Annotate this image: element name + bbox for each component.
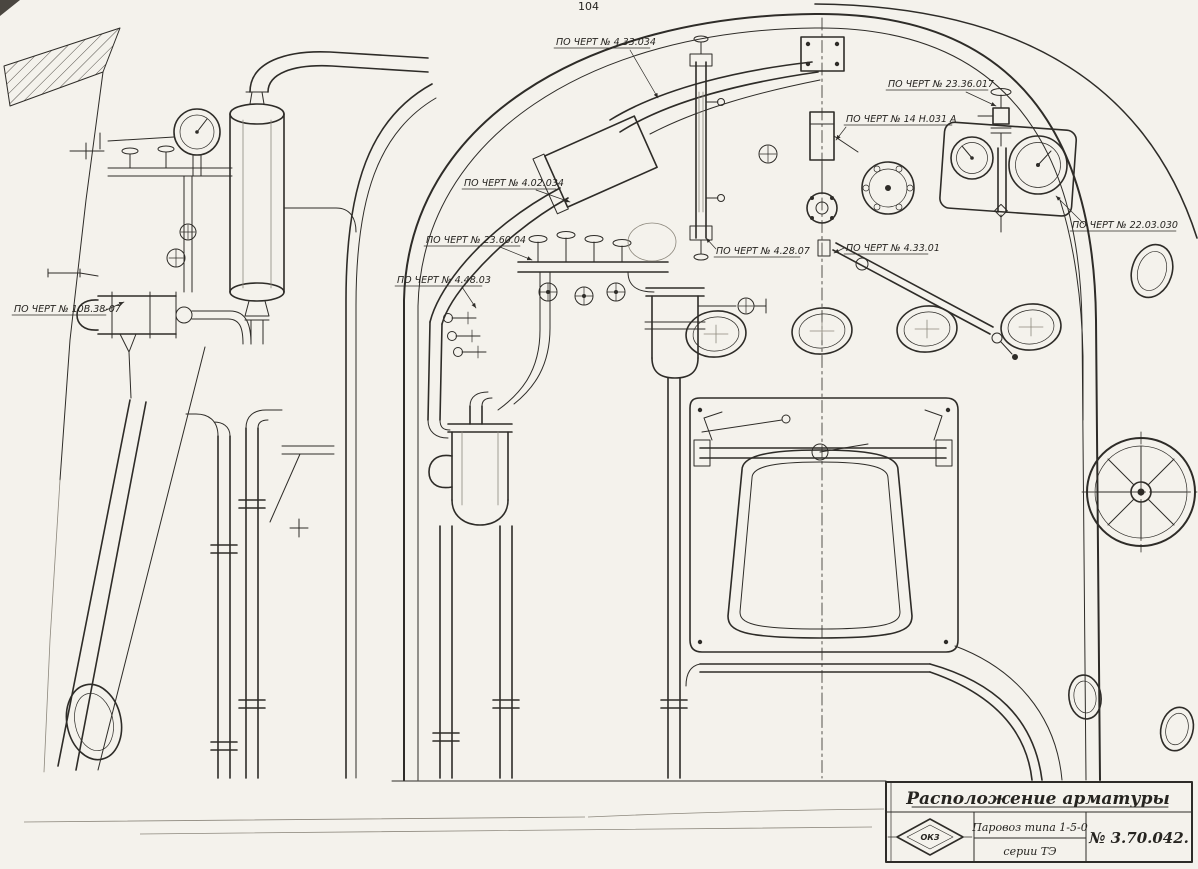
svg-text:ПО ЧЕРТ № 23.36.017: ПО ЧЕРТ № 23.36.017 (888, 79, 994, 90)
gauge-cocks (443, 311, 487, 359)
scan-artifacts (23, 808, 885, 835)
svg-text:ПО ЧЕРТ № 4.33.01: ПО ЧЕРТ № 4.33.01 (846, 243, 940, 254)
factory-logo-text: ОКЗ (920, 833, 939, 842)
flanged-boss (861, 161, 915, 215)
svg-text:ПО ЧЕРТ № 4.48.03: ПО ЧЕРТ № 4.48.03 (397, 275, 491, 286)
title-block: Расположение арматуры ОКЗ Паровоз типа 1… (885, 781, 1193, 863)
boiler-shell-curve (814, 3, 1198, 239)
injector-lower-left (428, 391, 520, 779)
loco-type: Паровоз типа 1-5-0 (971, 821, 1087, 834)
callout-7: ПО ЧЕРТ № 4.28.07 (705, 237, 810, 258)
top-right-valve (977, 88, 1012, 147)
steam-valve-housing (532, 115, 658, 215)
washout-plugs (627, 222, 1195, 752)
page-number: 104 (578, 0, 599, 13)
injector-center (644, 287, 767, 779)
injector-left (76, 291, 252, 399)
side-sheet-oval (65, 683, 123, 761)
callout-9: ПО ЧЕРТ № 22.03.030 (1055, 195, 1178, 232)
water-gauge (689, 35, 725, 261)
left-side-view (3, 27, 437, 779)
callouts: ПО ЧЕРТ № 4.33.034 ПО ЧЕРТ № 23.36.017 П… (11, 37, 1178, 316)
svg-text:ПО ЧЕРТ № 4.02.034: ПО ЧЕРТ № 4.02.034 (464, 178, 564, 189)
pressure-gauge-side (173, 108, 221, 177)
cab-sheet-section-hatch (3, 27, 121, 107)
callout-10: ПО ЧЕРТ № 10В.38-07 (11, 301, 125, 316)
valve-manifold (497, 231, 669, 411)
steam-dryer-cylinder (229, 51, 429, 345)
pressure-gauge-large (1008, 135, 1068, 195)
callout-8: ПО ЧЕРТ № 4.33.01 (833, 243, 940, 255)
svg-text:ПО ЧЕРТ № 10В.38-07: ПО ЧЕРТ № 10В.38-07 (14, 304, 121, 315)
callout-1: ПО ЧЕРТ № 4.33.034 (553, 37, 659, 99)
svg-text:ПО ЧЕРТ № 4.28.07: ПО ЧЕРТ № 4.28.07 (716, 246, 810, 257)
drawing-number: № 3.70.042. (1088, 829, 1189, 847)
apex-flange (800, 36, 845, 72)
loco-series: серии ТЭ (1003, 845, 1056, 858)
regulator-stuffing-box (806, 161, 838, 224)
svg-text:ПО ЧЕРТ № 23.60.04: ПО ЧЕРТ № 23.60.04 (426, 235, 526, 246)
callout-3: ПО ЧЕРТ № 14 Н.031 А (835, 114, 957, 141)
svg-text:ПО ЧЕРТ № 4.33.034: ПО ЧЕРТ № 4.33.034 (556, 37, 656, 48)
regulator-reach-rod (832, 242, 994, 335)
callout-2: ПО ЧЕРТ № 23.36.017 (885, 79, 997, 107)
gauge-panel (939, 121, 1078, 217)
callout-5: ПО ЧЕРТ № 23.60.04 (423, 235, 533, 261)
factory-logo: ОКЗ (887, 818, 973, 856)
callout-6: ПО ЧЕРТ № 4.48.03 (394, 275, 491, 309)
svg-text:ПО ЧЕРТ № 14 Н.031 А: ПО ЧЕРТ № 14 Н.031 А (846, 114, 957, 125)
scan-corner-artifact (0, 0, 20, 16)
drawing-title: Расположение арматуры (905, 789, 1170, 809)
handwheel (1081, 431, 1198, 553)
backhead-front-view (391, 3, 1198, 782)
callout-4: ПО ЧЕРТ № 4.02.034 (461, 178, 571, 203)
pressure-gauge-small (950, 136, 994, 180)
firebox-door (689, 397, 959, 653)
svg-text:ПО ЧЕРТ № 22.03.030: ПО ЧЕРТ № 22.03.030 (1072, 220, 1178, 231)
